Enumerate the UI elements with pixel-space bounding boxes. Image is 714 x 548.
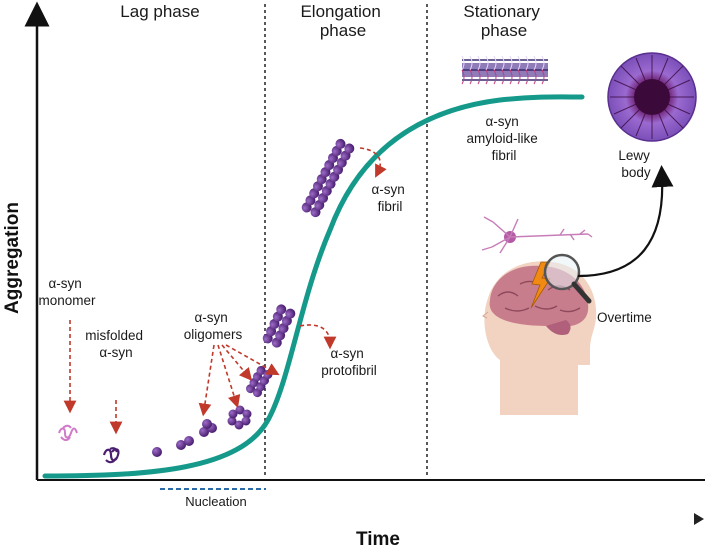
label-protofibril: α-syn protofibril xyxy=(321,346,377,378)
label-nucleation: Nucleation xyxy=(185,494,246,509)
arrow-protofibril xyxy=(299,324,337,350)
phase-title-stationary: Stationary phase xyxy=(463,2,544,40)
label-overtime: Overtime xyxy=(597,310,652,325)
label-misfolded: misfolded α-syn xyxy=(85,328,147,360)
amyloid-fibril-icon xyxy=(461,55,548,85)
oligomer-icon xyxy=(152,365,273,457)
magnifier-icon xyxy=(543,253,592,304)
fibril-icon xyxy=(301,138,355,218)
label-fibril: α-syn fibril xyxy=(371,182,408,214)
neuron-icon xyxy=(481,216,593,254)
arrows-oligomers xyxy=(198,344,280,417)
label-lewy-body: Lewy body xyxy=(618,148,653,180)
axis-title-x: Time xyxy=(356,529,400,548)
label-amyloid-fibril: α-syn amyloid-like fibril xyxy=(466,114,541,163)
lewy-body-icon xyxy=(607,52,697,142)
axis-title-y: Aggregation xyxy=(2,202,23,314)
protofibril-icon xyxy=(262,304,296,348)
aggregation-curve xyxy=(42,94,585,479)
label-monomer: α-syn monomer xyxy=(38,276,96,308)
label-oligomers: α-syn oligomers xyxy=(184,310,243,342)
phase-title-lag: Lag phase xyxy=(120,2,199,21)
misfolded-protein-icon xyxy=(102,447,120,464)
monomer-icon xyxy=(58,424,78,441)
arrow-overtime xyxy=(577,165,674,278)
phase-title-elongation: Elongation phase xyxy=(300,2,385,40)
